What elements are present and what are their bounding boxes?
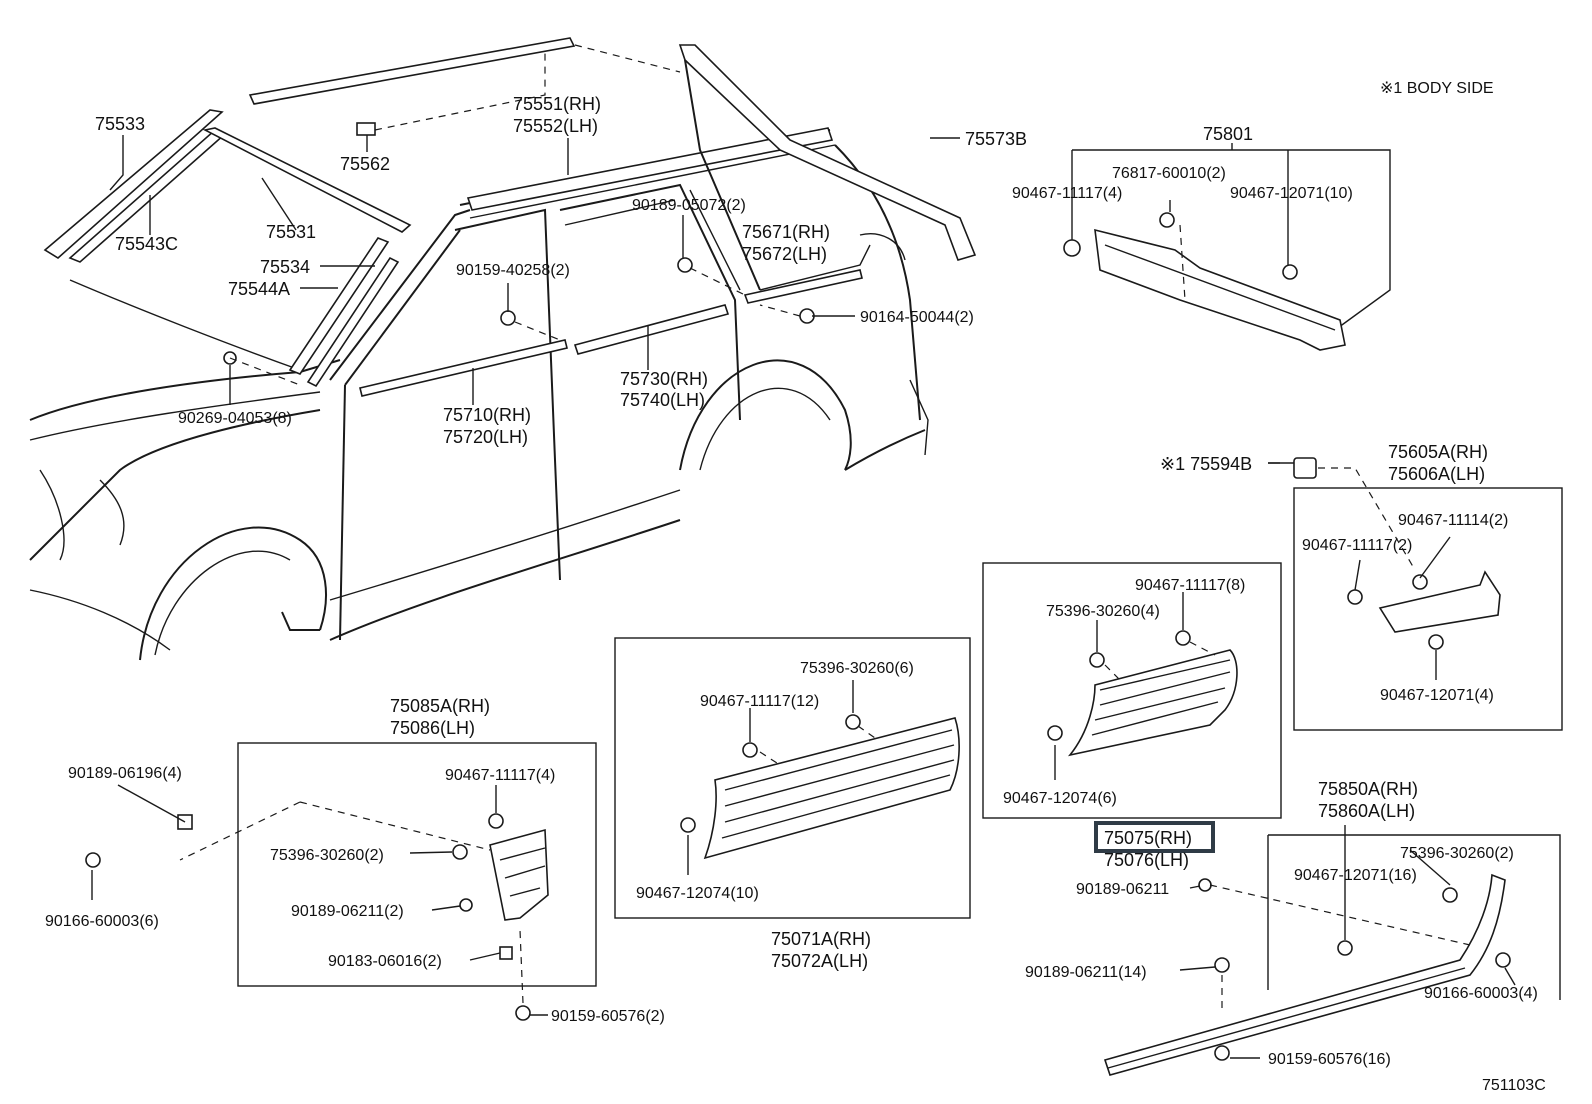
clip-90159-40258 [500, 310, 516, 326]
label-75594b: ※1 75594B [1160, 454, 1252, 474]
label-75573b: 75573B [965, 129, 1027, 149]
label-90269-04053: 90269-04053(8) [178, 410, 292, 427]
label-75396-30260-4: 75396-30260(4) [1046, 603, 1160, 620]
label-75543c: 75543C [115, 234, 178, 254]
label-75605a: 75605A(RH) [1388, 442, 1488, 462]
label-90467-11117-4: 90467-11117(4) [1012, 185, 1122, 202]
label-75531: 75531 [266, 222, 316, 242]
label-75076: 75076(LH) [1104, 850, 1189, 870]
label-90159-60576-2: 90159-60576(2) [551, 1008, 665, 1025]
roof-rail-75551 [466, 127, 834, 211]
label-75533: 75533 [95, 114, 145, 134]
label-75544a: 75544A [228, 279, 290, 299]
label-90183-06016: 90183-06016(2) [328, 953, 442, 970]
clip-90189-05072 [677, 257, 693, 273]
label-90467-11117-2: 90467-11117(2) [1302, 537, 1412, 554]
label-75850a: 75850A(RH) [1318, 779, 1418, 799]
label-75671: 75671(RH) [742, 222, 830, 242]
assembly-75850a [1103, 825, 1561, 1076]
label-90166-60003-4: 90166-60003(4) [1424, 985, 1538, 1002]
vehicle-outline [29, 129, 929, 661]
label-90189-05072: 90189-05072(2) [632, 197, 746, 214]
label-75562: 75562 [340, 154, 390, 174]
label-90467-11117-8: 90467-11117(8) [1135, 577, 1245, 594]
label-90189-06211: 90189-06211 [1076, 881, 1169, 898]
label-90159-60576-16: 90159-60576(16) [1268, 1051, 1391, 1068]
label-75072a: 75072A(LH) [771, 951, 868, 971]
molding-75533 [43, 109, 224, 259]
label-75606a: 75606A(LH) [1388, 464, 1485, 484]
label-75860a: 75860A(LH) [1318, 801, 1415, 821]
label-75071a: 75071A(RH) [771, 929, 871, 949]
label-90189-06211-2: 90189-06211(2) [291, 903, 404, 920]
leader-lines [109, 135, 1516, 1059]
label-76817-60010: 76817-60010(2) [1112, 165, 1226, 182]
molding-75531 [202, 127, 412, 233]
label-75075[interactable]: 75075(RH) [1104, 828, 1192, 848]
box-75085a [85, 742, 597, 1021]
highlight-75075 [1094, 821, 1215, 853]
part-labels: ※1 BODY SIDE 75533 75543C 75531 75534 75… [45, 80, 1546, 1094]
label-75740: 75740(LH) [620, 390, 705, 410]
label-75086: 75086(LH) [390, 718, 475, 738]
molding-75710 [359, 339, 568, 397]
label-90164-50044: 90164-50044(2) [860, 309, 974, 326]
box-75075 [982, 562, 1282, 819]
label-75672: 75672(LH) [742, 244, 827, 264]
label-90467-11114: 90467-11114(2) [1398, 512, 1508, 529]
label-75396-30260-2a: 75396-30260(2) [270, 847, 384, 864]
molding-75671 [743, 269, 863, 304]
roof-parts [43, 37, 977, 397]
label-75396-30260-6: 75396-30260(6) [800, 660, 914, 677]
label-75552: 75552(LH) [513, 116, 598, 136]
label-75396-30260-2b: 75396-30260(2) [1400, 845, 1514, 862]
label-75720: 75720(LH) [443, 427, 528, 447]
label-90467-12071-4: 90467-12071(4) [1380, 687, 1494, 704]
molding-75544a [306, 256, 400, 388]
roof-strip [248, 37, 576, 105]
label-75730: 75730(RH) [620, 369, 708, 389]
molding-75534 [288, 237, 390, 375]
label-75534: 75534 [260, 257, 310, 277]
label-90467-12074-6: 90467-12074(6) [1003, 790, 1117, 807]
label-90189-06196: 90189-06196(4) [68, 765, 182, 782]
box-75071a [614, 637, 971, 919]
label-75710: 75710(RH) [443, 405, 531, 425]
label-90467-12071-10: 90467-12071(10) [1230, 185, 1353, 202]
label-90159-40258: 90159-40258(2) [456, 262, 570, 279]
note-body-side: ※1 BODY SIDE [1380, 80, 1494, 97]
back-window-75573b [678, 44, 977, 261]
label-90467-11117-12: 90467-11117(12) [700, 693, 819, 710]
label-90189-06211-14: 90189-06211(14) [1025, 964, 1147, 981]
label-90166-60003-6: 90166-60003(6) [45, 913, 159, 930]
assembly-75801 [1063, 143, 1391, 351]
diagram-id: 751103C [1482, 1077, 1546, 1094]
label-75551: 75551(RH) [513, 94, 601, 114]
label-90467-12074-10: 90467-12074(10) [636, 885, 759, 902]
clip-75562 [356, 122, 376, 136]
screw-90164-50044 [799, 308, 815, 324]
molding-75730 [573, 304, 730, 355]
label-75801: 75801 [1203, 124, 1253, 144]
label-90467-12071-16: 90467-12071(16) [1294, 867, 1417, 884]
label-90467-11117-4b: 90467-11117(4) [445, 767, 555, 784]
label-75085a: 75085A(RH) [390, 696, 490, 716]
